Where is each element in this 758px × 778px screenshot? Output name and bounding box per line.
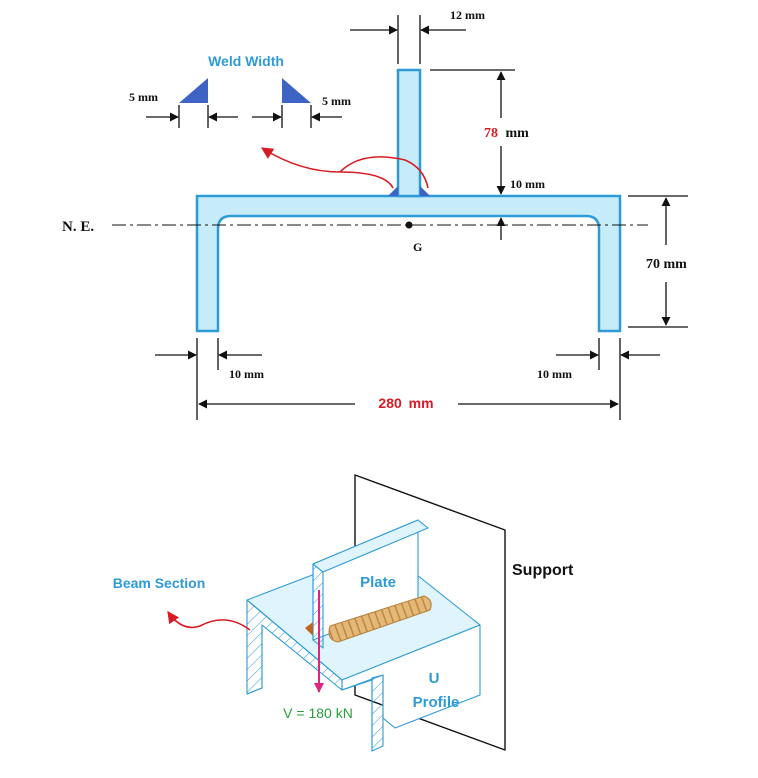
depth-label: 70 mm [646,257,687,272]
plate-height-dim [430,69,515,240]
weld-fillet-right [420,186,430,196]
u-profile-leg [371,674,384,752]
support-label: Support [512,562,574,579]
centroid-point [405,221,413,229]
weld-fillet-left [388,186,398,196]
beam-section-label: Beam Section [113,575,206,591]
weld-triangle-left [179,78,208,103]
plate-height-value: 78 [484,126,498,141]
beam-section-leader [167,611,251,631]
left-leg-label: 10 mm [229,367,264,381]
weld-leader [260,147,429,189]
width-label: 280 mm [378,395,433,411]
plate-thickness-label: 12 mm [450,8,485,22]
u-label: U [429,670,440,687]
force-label: V = 180 kN [283,705,353,721]
weld-left-size: 5 mm [129,90,158,104]
plate-label: Plate [360,574,396,591]
weld-width-label: Weld Width [208,53,284,69]
width-value: 280 [378,395,402,411]
plate-height-label: 78 mm [484,126,529,141]
leg-thickness-dims [155,338,660,420]
u-profile-section [195,194,622,333]
profile-label: Profile [413,694,460,711]
plate-thickness-dim [350,15,466,64]
weld-bead [328,595,432,643]
plate-height-unit: mm [506,126,530,141]
flange-thickness-label: 10 mm [510,177,545,191]
weld-size-dims [146,105,342,128]
width-unit: mm [409,395,434,411]
weld-right-size: 5 mm [322,94,351,108]
right-leg-label: 10 mm [537,367,572,381]
depth-dim [628,195,688,328]
centroid-label: G [413,240,422,254]
weld-triangle-right [282,78,311,103]
cross-section: Weld Width 5 mm 5 mm 12 mm [62,8,688,420]
weld-bead-front [305,622,313,636]
neutral-axis-label: N. E. [62,219,94,235]
plate-section [396,68,422,198]
